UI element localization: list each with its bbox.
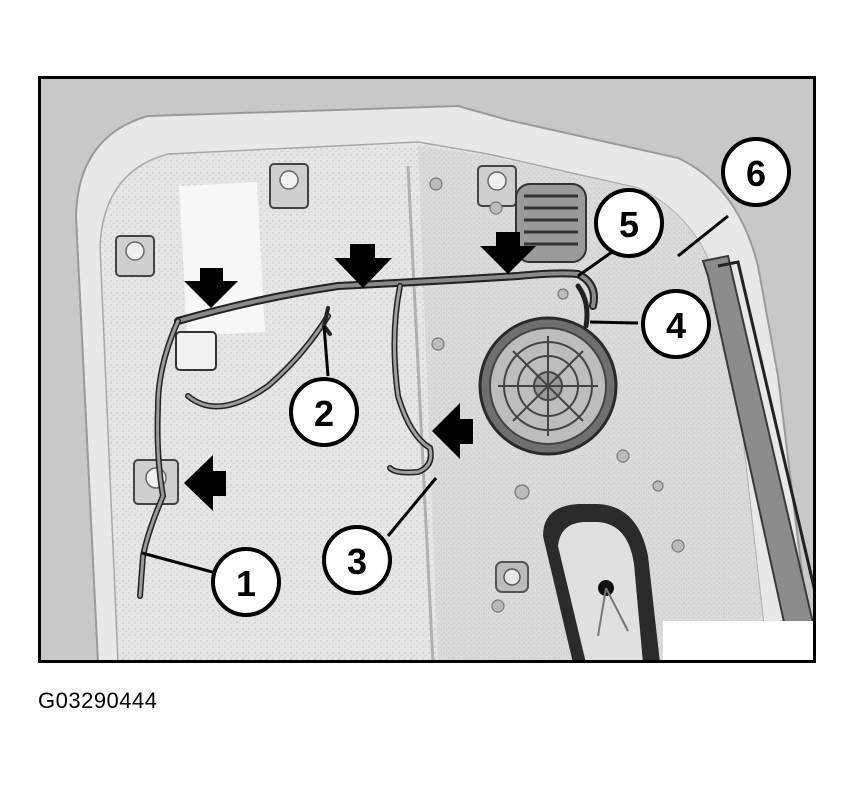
arrow-left-3 [432,403,473,459]
callout-5-label: 5 [619,204,639,245]
leader-lines [141,214,729,575]
callout-4: 4 [641,289,711,359]
figure-frame [38,76,816,663]
pointer-arrows [184,232,536,511]
panel-screw [429,177,685,613]
callout-5: 5 [594,188,664,258]
door-seal-strip [701,254,816,663]
arrow-down-right [480,232,536,274]
callout-3-label: 3 [347,541,367,582]
figure-corner-cutout [663,621,813,661]
arrow-down-left [184,268,238,308]
wire-connector [175,331,217,371]
panel-knob [495,561,529,593]
arrow-left-1 [184,455,226,511]
speaker [478,316,618,456]
callout-3: 3 [322,525,392,595]
arrow-down-center [334,244,392,288]
door-panel-illustration: 1 2 3 4 5 6 [38,76,816,663]
callout-1-label: 1 [236,563,256,604]
door-handle-recess [543,504,660,663]
callout-6-label: 6 [746,153,766,194]
callout-2-label: 2 [314,393,334,434]
callout-1: 1 [211,547,281,617]
figure-id-label: G03290444 [38,688,158,713]
callout-4-label: 4 [666,305,686,346]
vent-grille [515,183,587,263]
callout-2: 2 [289,377,359,447]
panel-ridge [406,165,435,663]
callout-6: 6 [721,137,791,207]
